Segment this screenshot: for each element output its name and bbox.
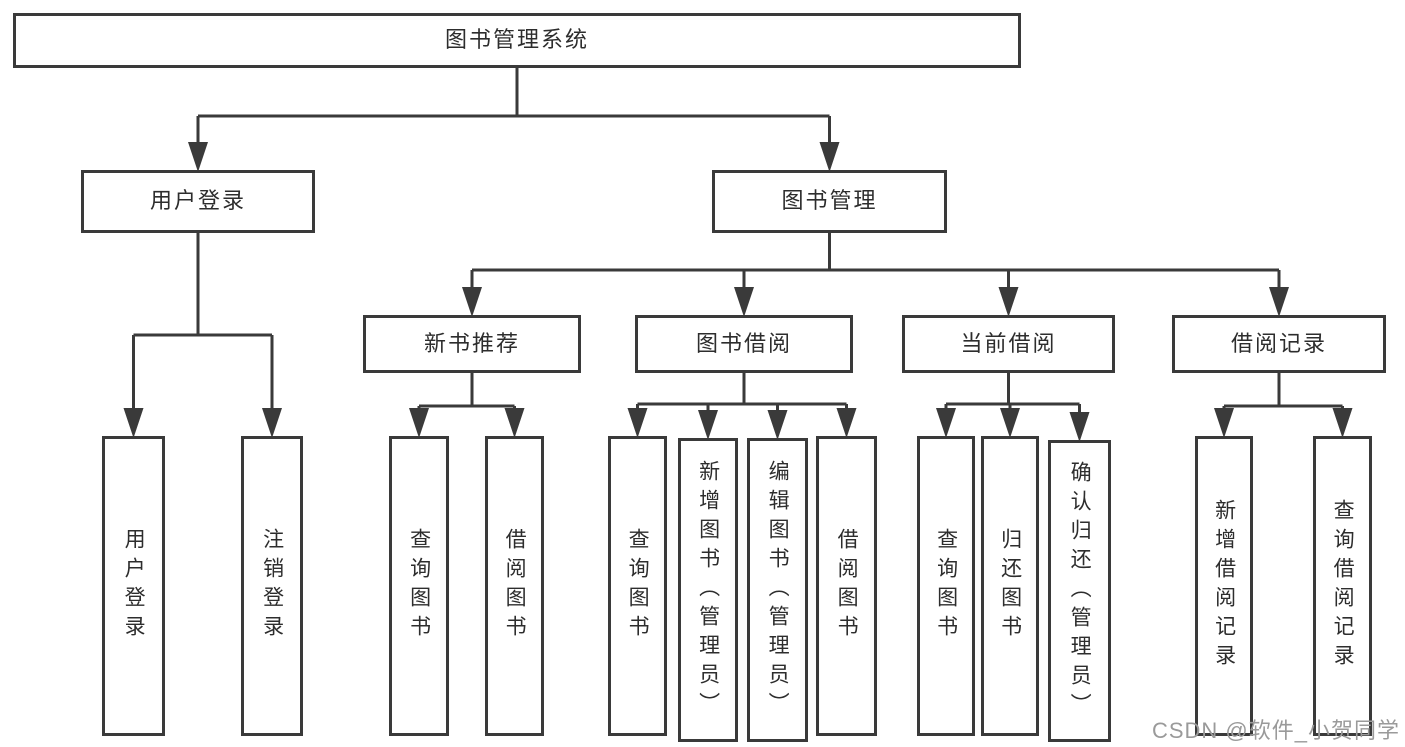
- arrowhead-icon: [836, 408, 857, 438]
- node-label-leaf-query-book-3: 查询图书: [934, 528, 958, 644]
- node-label-leaf-return-book: 归还图书: [998, 528, 1022, 644]
- node-leaf-borrow-book-1: 借阅图书: [485, 436, 544, 736]
- node-new-book-rec: 新书推荐: [363, 315, 581, 373]
- node-leaf-query-book-1: 查询图书: [389, 436, 449, 736]
- arrowhead-icon: [262, 408, 282, 438]
- arrowhead-icon: [1069, 412, 1090, 442]
- node-label-leaf-logout: 注销登录: [260, 528, 284, 644]
- node-label-borrow-records: 借阅记录: [1230, 330, 1327, 356]
- node-leaf-confirm-return: 确认归还（管理员）: [1048, 440, 1111, 742]
- node-label-leaf-user-login: 用户登录: [122, 528, 146, 644]
- node-book-mgmt: 图书管理: [712, 170, 947, 233]
- arrowhead-icon: [504, 408, 525, 438]
- node-label-current-borrow: 当前借阅: [960, 330, 1057, 356]
- node-root: 图书管理系统: [13, 13, 1021, 68]
- node-leaf-edit-book: 编辑图书（管理员）: [747, 438, 808, 742]
- node-label-new-book-rec: 新书推荐: [423, 330, 520, 356]
- node-label-root: 图书管理系统: [444, 27, 589, 53]
- node-leaf-borrow-book-2: 借阅图书: [816, 436, 877, 736]
- node-label-leaf-confirm-return: 确认归还（管理员）: [1068, 460, 1092, 722]
- node-label-user-login: 用户登录: [149, 188, 246, 214]
- arrowhead-icon: [936, 408, 956, 438]
- arrowhead-icon: [819, 142, 840, 172]
- node-label-book-borrow: 图书借阅: [695, 330, 792, 356]
- arrowhead-icon: [767, 410, 788, 440]
- node-label-leaf-add-borrow-record: 新增借阅记录: [1212, 499, 1236, 673]
- node-label-leaf-borrow-book-1: 借阅图书: [503, 528, 527, 644]
- node-current-borrow: 当前借阅: [902, 315, 1115, 373]
- node-label-leaf-add-book: 新增图书（管理员）: [696, 459, 720, 721]
- arrowhead-icon: [1214, 408, 1234, 438]
- arrowhead-icon: [627, 408, 648, 438]
- node-leaf-query-borrow-record: 查询借阅记录: [1313, 436, 1372, 736]
- node-label-leaf-query-book-1: 查询图书: [407, 528, 431, 644]
- node-leaf-query-book-3: 查询图书: [917, 436, 975, 736]
- node-borrow-records: 借阅记录: [1172, 315, 1386, 373]
- node-leaf-query-book-2: 查询图书: [608, 436, 667, 736]
- arrowhead-icon: [462, 287, 482, 317]
- arrowhead-icon: [123, 408, 144, 438]
- node-label-leaf-borrow-book-2: 借阅图书: [835, 528, 859, 644]
- arrowhead-icon: [188, 142, 208, 172]
- arrowhead-icon: [409, 408, 429, 438]
- node-leaf-user-login: 用户登录: [102, 436, 165, 736]
- arrowhead-icon: [1332, 408, 1353, 438]
- node-book-borrow: 图书借阅: [635, 315, 853, 373]
- arrowhead-icon: [698, 410, 718, 440]
- node-leaf-add-book: 新增图书（管理员）: [678, 438, 738, 742]
- node-label-leaf-query-borrow-record: 查询借阅记录: [1331, 499, 1355, 673]
- node-label-leaf-edit-book: 编辑图书（管理员）: [766, 459, 790, 721]
- node-leaf-add-borrow-record: 新增借阅记录: [1195, 436, 1253, 736]
- arrowhead-icon: [1000, 408, 1020, 438]
- node-label-book-mgmt: 图书管理: [781, 188, 878, 214]
- node-leaf-logout: 注销登录: [241, 436, 303, 736]
- node-user-login: 用户登录: [81, 170, 315, 233]
- node-label-leaf-query-book-2: 查询图书: [626, 528, 650, 644]
- node-leaf-return-book: 归还图书: [981, 436, 1039, 736]
- arrowhead-icon: [998, 287, 1019, 317]
- arrowhead-icon: [734, 287, 754, 317]
- arrowhead-icon: [1269, 287, 1289, 317]
